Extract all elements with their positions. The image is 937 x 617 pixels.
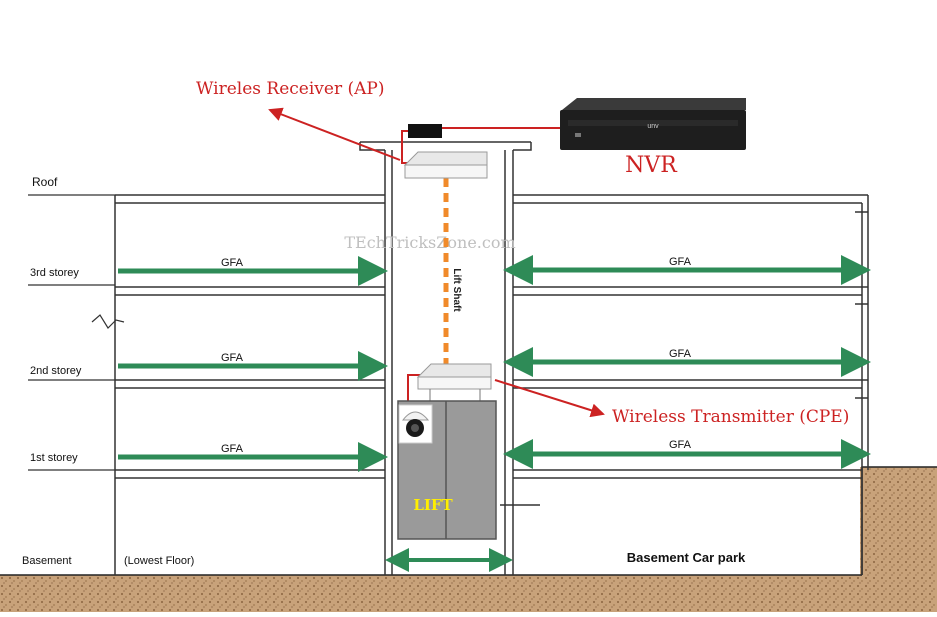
ap-label: Wireles Receiver (AP)	[196, 79, 384, 99]
gfa-label-right-1st: GFA	[669, 439, 692, 451]
nvr-device: unv	[560, 98, 746, 150]
nvr-brand-logo: unv	[647, 123, 659, 130]
gfa-label-right-2nd: GFA	[669, 348, 692, 360]
ground	[0, 466, 937, 612]
floor-label-roof: Roof	[32, 175, 58, 189]
poe-injector	[408, 124, 442, 138]
cpe-device	[416, 363, 492, 390]
gfa-label-left-2nd: GFA	[221, 352, 244, 364]
camera-icon	[398, 404, 433, 444]
floor-label-basement: Basement	[22, 555, 72, 567]
gfa-label-left-1st: GFA	[221, 443, 244, 455]
floor-markers	[28, 194, 125, 471]
gfa-label-left-3rd: GFA	[221, 257, 244, 269]
callout-arrows	[268, 107, 605, 418]
basement-car-park-label: Basement Car park	[627, 550, 746, 565]
cpe-label: Wireless Transmitter (CPE)	[612, 407, 849, 427]
gfa-label-right-3rd: GFA	[669, 256, 692, 268]
gfa-arrows	[118, 255, 871, 572]
nvr-label: NVR	[625, 153, 678, 178]
floor-label-1st: 1st storey	[30, 452, 78, 464]
watermark: TEchTricksZone.com	[344, 233, 515, 252]
ap-device	[403, 151, 488, 179]
lift-label: LIFT	[413, 496, 453, 514]
floor-label-lowest: (Lowest Floor)	[124, 555, 194, 567]
lift-shaft-label: Lift Shaft	[451, 268, 462, 312]
floor-label-2nd: 2nd storey	[30, 365, 82, 377]
floor-label-3rd: 3rd storey	[30, 267, 79, 279]
